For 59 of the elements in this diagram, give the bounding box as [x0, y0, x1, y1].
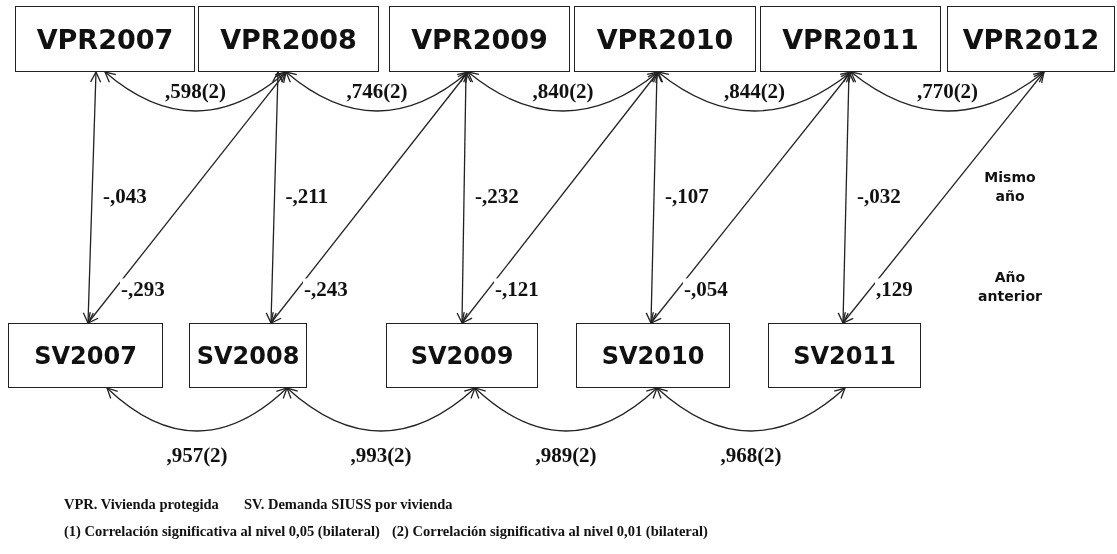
edge-label: ,989(2) — [534, 444, 598, 468]
edge-label: ,957(2) — [165, 444, 229, 468]
footnote: (1) Correlación significativa al nivel 0,05 (bilateral) — [64, 523, 380, 540]
variable-name: VPR2012 — [962, 23, 1100, 55]
legend-note: Mismo año — [983, 168, 1037, 206]
variable-box — [386, 323, 538, 388]
correlation-arrow — [461, 71, 659, 324]
edge-label: ,968(2) — [719, 444, 783, 468]
footnote: VPR. Vivienda protegida — [64, 496, 219, 513]
correlation-arrow — [645, 71, 663, 324]
edge-label: ,840(2) — [531, 80, 595, 104]
correlation-arrow — [850, 71, 1045, 112]
variable-box — [8, 323, 163, 388]
correlation-arrow — [106, 387, 288, 432]
edge-label: ,993(2) — [349, 444, 413, 468]
edge-label: ,746(2) — [345, 80, 409, 104]
correlation-arrow — [104, 71, 287, 112]
variable-box — [760, 6, 941, 72]
variable-box — [189, 323, 307, 388]
variable-box — [768, 323, 921, 388]
variable-name: SV2007 — [34, 341, 137, 370]
correlation-arrow — [286, 387, 476, 432]
variable-box — [198, 6, 379, 72]
edge-label: -,121 — [494, 278, 540, 302]
variable-name: VPR2010 — [596, 23, 734, 55]
correlation-arrow — [82, 71, 102, 324]
variable-box — [389, 6, 570, 72]
correlation-arrow — [270, 71, 469, 324]
correlation-arrow — [265, 71, 284, 324]
variable-name: SV2008 — [196, 341, 300, 370]
correlation-arrow — [656, 387, 846, 432]
footnote: (2) Correlación significativa al nivel 0,01 (bilateral) — [392, 523, 708, 540]
variable-name: VPR2009 — [411, 23, 548, 55]
variable-name: VPR2008 — [220, 23, 357, 55]
variable-name: SV2010 — [601, 341, 705, 370]
variable-name: VPR2007 — [36, 23, 174, 55]
variable-box — [947, 6, 1115, 72]
correlation-arrow — [837, 71, 855, 324]
edge-label: ,770(2) — [915, 80, 980, 104]
correlation-arrow — [842, 71, 1045, 324]
edge-label: ,598(2) — [163, 80, 228, 104]
edge-label: -,243 — [303, 278, 349, 302]
legend-note: Año anterior — [977, 268, 1043, 306]
variable-box — [15, 6, 195, 72]
variable-name: VPR2011 — [782, 23, 919, 55]
variable-name: SV2009 — [410, 341, 514, 370]
correlation-arrow — [467, 71, 659, 112]
correlation-arrow — [87, 71, 287, 324]
edge-label: ,129 — [875, 278, 914, 302]
correlation-arrow — [456, 71, 472, 324]
edge-label: ,844(2) — [722, 80, 787, 104]
variable-box — [574, 6, 756, 72]
variable-box — [576, 323, 730, 388]
edge-label: -,054 — [683, 278, 729, 302]
edge-label: -,293 — [120, 278, 166, 302]
variable-name: SV2011 — [793, 341, 896, 370]
footnote: SV. Demanda SIUSS por vivienda — [244, 496, 453, 513]
correlation-arrow — [650, 71, 852, 324]
correlation-arrow — [474, 387, 658, 432]
